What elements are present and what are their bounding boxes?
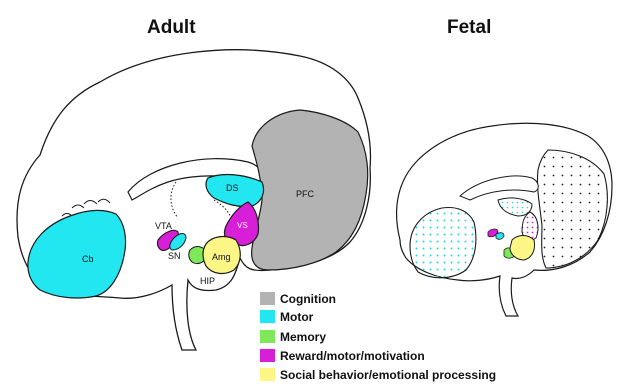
legend-label-memory: Memory (280, 330, 326, 344)
fetal-amg-region (510, 236, 535, 261)
adult-pfc-label: PFC (296, 189, 315, 199)
adult-cb-label: Cb (82, 254, 94, 264)
fetal-title: Fetal (447, 17, 491, 38)
adult-amg-label: Amg (212, 252, 231, 262)
adult-ds-label: DS (226, 183, 239, 193)
fetal-brain (397, 123, 612, 316)
legend: Cognition Motor Memory Reward/motor/moti… (260, 292, 496, 382)
adult-vs-label: VS (237, 221, 248, 230)
legend-swatch-memory (260, 330, 275, 343)
legend-label-cognition: Cognition (280, 292, 336, 306)
fetal-pfc-region (537, 150, 607, 268)
legend-swatch-motor (260, 310, 275, 323)
legend-label-social: Social behavior/emotional processing (280, 368, 496, 382)
legend-swatch-cognition (260, 292, 275, 305)
adult-title: Adult (147, 17, 196, 38)
adult-hip-label: HIP (200, 276, 215, 286)
legend-swatch-reward (260, 349, 275, 362)
adult-vta-label: VTA (155, 221, 172, 231)
legend-label-reward: Reward/motor/motivation (280, 349, 425, 363)
legend-swatch-social (260, 368, 275, 381)
legend-label-motor: Motor (280, 310, 314, 324)
adult-sn-label: SN (168, 251, 181, 261)
